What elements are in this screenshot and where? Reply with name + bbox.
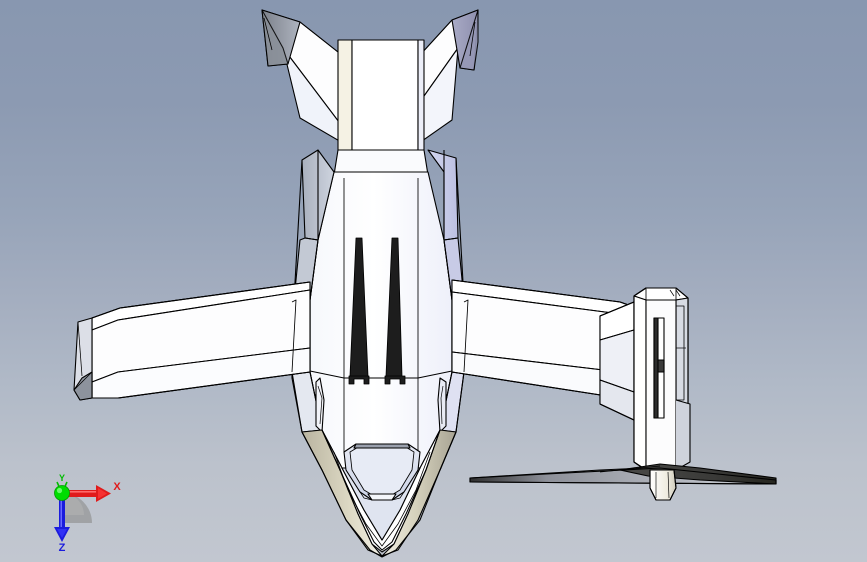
left-wingtip-winglet	[73, 317, 93, 401]
triad-axis-x: X	[62, 481, 121, 502]
pod-nozzle	[649, 469, 677, 501]
triad-label-z: Z	[59, 542, 66, 552]
triad-label-y: Y	[59, 473, 65, 483]
reference-triad[interactable]: Z X Y	[38, 472, 124, 552]
intake-slot-right	[384, 237, 406, 385]
side-blister-left	[315, 377, 325, 433]
engine-pod	[599, 287, 691, 471]
triad-origin	[54, 485, 70, 501]
intake-slot-left	[348, 237, 370, 385]
pod-stabilizer	[469, 463, 777, 485]
triad-label-x: X	[113, 481, 121, 493]
canopy	[343, 443, 421, 501]
wing-root-fairing	[291, 299, 469, 373]
tail-boom	[333, 39, 429, 176]
side-blister-right	[437, 377, 447, 433]
triad-axis-z: Z	[54, 493, 70, 552]
left-wing	[73, 281, 311, 401]
